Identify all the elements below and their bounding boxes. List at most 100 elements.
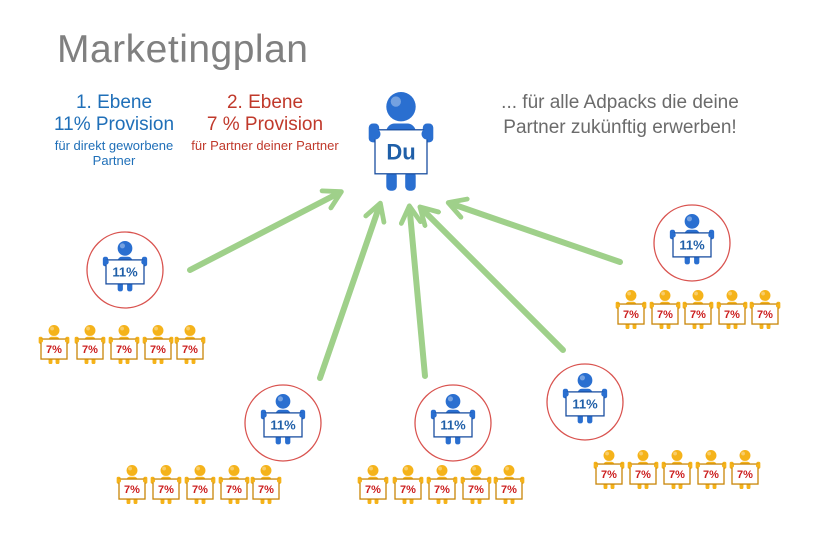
figure-board <box>663 463 691 485</box>
subpartner-figure: 7% <box>357 465 389 505</box>
figure-head <box>275 394 291 409</box>
subpartner-figure-label: 7% <box>158 484 174 496</box>
subpartner-figure-label: 7% <box>703 469 719 481</box>
figure-hand <box>708 303 714 308</box>
arrow <box>187 188 344 273</box>
figure-board <box>495 478 523 500</box>
figure-highlight <box>741 451 745 456</box>
partner-figure: 11% <box>562 373 608 424</box>
figure-head <box>194 465 206 476</box>
subpartner-figure: 7% <box>649 290 681 330</box>
arrow <box>445 196 623 265</box>
figure-highlight <box>639 451 643 456</box>
subpartner-figure-label: 7% <box>468 484 484 496</box>
figure-hand <box>460 478 466 483</box>
figure-highlight <box>686 216 692 222</box>
figure-board <box>718 303 746 325</box>
level1-legend: 1. Ebene 11% Provision für direkt geworb… <box>34 92 194 169</box>
subpartner-figure-label: 7% <box>757 309 773 321</box>
subpartner-figure: 7% <box>184 465 216 505</box>
figure-highlight <box>154 326 159 331</box>
figure-hand <box>244 478 250 483</box>
subpartner-figure-label: 7% <box>623 309 639 321</box>
figure-head <box>386 92 416 122</box>
subpartner-figure: 7% <box>108 325 140 365</box>
figure-head <box>48 325 60 336</box>
figure-board <box>359 478 387 500</box>
partner-figure-label: 11% <box>440 418 466 433</box>
figure-board <box>144 338 172 360</box>
figure-highlight <box>50 326 54 331</box>
figure-head <box>577 373 593 388</box>
figure-head <box>84 325 96 336</box>
page-title: Marketingplan <box>57 28 309 71</box>
subpartner-figure: 7% <box>627 450 659 490</box>
figure-hand <box>670 232 676 238</box>
figure-hand <box>150 478 156 483</box>
figure-hand <box>108 338 114 343</box>
subpartner-figure: 7% <box>218 465 250 505</box>
subpartner-figure-label: 7% <box>150 344 166 356</box>
figure-highlight <box>128 466 133 471</box>
figure-hand <box>486 478 492 483</box>
figure-board <box>374 129 428 175</box>
figure-hand <box>641 303 647 308</box>
figure-head <box>184 325 196 336</box>
figure-hand <box>103 259 109 265</box>
figure-hand <box>357 478 363 483</box>
figure-hand <box>184 478 190 483</box>
figure-hand <box>276 478 282 483</box>
subpartner-figure: 7% <box>661 450 693 490</box>
subpartner-figure-label: 7% <box>82 344 98 356</box>
figure-highlight <box>761 291 765 296</box>
partner-figure-label: 11% <box>572 397 598 412</box>
subpartner-figure: 7% <box>493 465 525 505</box>
subpartner-figure: 7% <box>593 450 625 490</box>
figure-hand <box>74 338 80 343</box>
figure-hand <box>174 338 180 343</box>
figure-head <box>705 450 717 461</box>
figure-head <box>759 290 771 301</box>
figure-board <box>76 338 104 360</box>
figure-hand <box>421 128 433 140</box>
figure-highlight <box>404 466 408 471</box>
figure-hand <box>593 463 599 468</box>
level2-heading: 2. Ebene <box>226 92 304 113</box>
subpartner-figure: 7% <box>38 325 70 365</box>
level2-rate: 7 % Provision <box>206 113 324 135</box>
figure-hand <box>218 478 224 483</box>
subpartner-figure: 7% <box>250 465 282 505</box>
figure-board <box>617 303 645 325</box>
figure-head <box>503 465 515 476</box>
subpartner-figure: 7% <box>695 450 727 490</box>
subpartner-figure: 7% <box>729 450 761 490</box>
partner-figure: 11% <box>102 241 148 292</box>
adpacks-note: ... für alle Adpacks die deine Partner z… <box>501 92 739 138</box>
figure-head <box>671 450 683 461</box>
figure-board <box>595 463 623 485</box>
figure-hand <box>134 338 140 343</box>
subpartner-figure-label: 7% <box>737 469 753 481</box>
figure-board <box>118 478 146 500</box>
figure-hand <box>661 463 667 468</box>
figure-highlight <box>120 326 124 331</box>
partner-figure: 11% <box>430 394 476 445</box>
figure-hand <box>210 478 216 483</box>
partner-figure-label: 11% <box>112 265 138 280</box>
level1-rate: 11% Provision <box>53 113 175 135</box>
figure-head <box>367 465 379 476</box>
figure-highlight <box>438 466 442 471</box>
figure-hand <box>142 478 148 483</box>
arrow <box>398 203 428 379</box>
subpartner-figure-label: 7% <box>365 484 381 496</box>
level2-description: für Partner deiner Partner <box>191 137 339 153</box>
figure-hand <box>619 463 625 468</box>
figure-highlight <box>728 291 732 296</box>
partner-figure-label: 11% <box>679 238 705 253</box>
subpartner-figure: 7% <box>150 465 182 505</box>
figure-hand <box>383 478 389 483</box>
subpartner-figure-label: 7% <box>601 469 617 481</box>
figure-hand <box>729 463 735 468</box>
figure-board <box>697 463 725 485</box>
figure-head <box>625 290 637 301</box>
